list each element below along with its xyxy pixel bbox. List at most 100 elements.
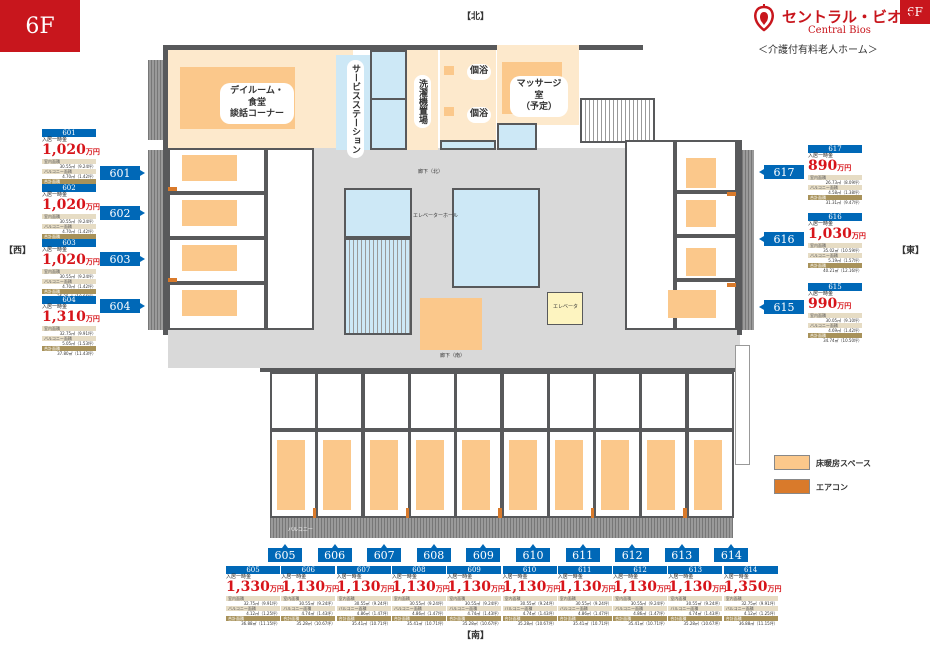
total-area-value: 35.41㎡（10.71坪） bbox=[572, 621, 612, 626]
total-area-value: 40.21㎡（12.16坪） bbox=[823, 268, 862, 273]
balcony-area-label: バルコニー面積 bbox=[42, 169, 96, 174]
indoor-area-value: 35.02㎡（10.59坪） bbox=[823, 248, 862, 253]
card-room-number: 604 bbox=[42, 296, 96, 304]
balcony-area-label: バルコニー面積 bbox=[808, 323, 862, 328]
room-tag-609[interactable]: 609 bbox=[466, 544, 501, 562]
deposit-price: 1,330万円 bbox=[226, 580, 284, 596]
price-card-601: 601 入居一時金 1,020万円 室内面積 30.55㎡（9.24坪） バルコ… bbox=[42, 129, 100, 189]
balcony-area-label: バルコニー面積 bbox=[281, 606, 336, 611]
balcony-area-label: バルコニー面積 bbox=[391, 606, 446, 611]
room-tag-617[interactable]: 617 bbox=[759, 165, 804, 179]
price-unit: 万円 bbox=[656, 584, 671, 593]
price-value: 1,130 bbox=[557, 579, 602, 595]
price-unit: 万円 bbox=[269, 584, 284, 593]
deposit-label: 入居一時金 bbox=[447, 574, 473, 580]
price-unit: 万円 bbox=[380, 584, 395, 593]
deposit-price: 1,130万円 bbox=[557, 579, 616, 596]
deposit-label: 入居一時金 bbox=[42, 304, 68, 310]
room-tag-607[interactable]: 607 bbox=[367, 544, 402, 562]
indoor-area-label: 室内面積 bbox=[281, 596, 336, 601]
balcony-area-value: 4.70㎡（1.42坪） bbox=[62, 284, 96, 289]
south-room-wet-area bbox=[501, 372, 549, 430]
south-room-wet-area bbox=[270, 372, 317, 430]
south-label: 【南】 bbox=[462, 631, 490, 641]
indoor-area-label: 室内面積 bbox=[391, 596, 446, 601]
indoor-area-label: 室内面積 bbox=[613, 596, 668, 601]
deposit-label: 入居一時金 bbox=[391, 574, 417, 580]
room-tag-602[interactable]: 602 bbox=[100, 206, 145, 220]
price-value: 1,130 bbox=[668, 579, 713, 595]
indoor-area-value: 30.55㎡（9.24坪） bbox=[520, 601, 557, 606]
deposit-price: 1,020万円 bbox=[42, 197, 100, 214]
card-room-number: 606 bbox=[281, 566, 336, 574]
indoor-area-label: 室内面積 bbox=[447, 596, 502, 601]
deposit-price: 990万円 bbox=[808, 297, 862, 313]
price-unit: 万円 bbox=[601, 584, 616, 593]
room-tag-604[interactable]: 604 bbox=[100, 299, 145, 313]
room-tag-616[interactable]: 616 bbox=[759, 232, 804, 246]
room-tag-606[interactable]: 606 bbox=[317, 544, 352, 562]
total-area-label: 合計面積 bbox=[723, 616, 778, 621]
deposit-label: 入居一時金 bbox=[42, 137, 68, 143]
service-station-label: サービスステーション bbox=[347, 60, 364, 158]
brand-name: セントラル・ビオス bbox=[782, 8, 918, 26]
total-area-label: 合計面積 bbox=[808, 195, 862, 200]
price-value: 1,130 bbox=[391, 579, 436, 595]
indoor-area-label: 室内面積 bbox=[336, 596, 391, 601]
balcony-area-label: バルコニー面積 bbox=[226, 606, 280, 611]
balcony-area-label: バルコニー面積 bbox=[42, 336, 96, 341]
deposit-price: 1,130万円 bbox=[281, 580, 339, 596]
room-tag-601[interactable]: 601 bbox=[100, 166, 145, 180]
balcony-area-label: バルコニー面積 bbox=[808, 253, 862, 258]
deposit-label: 入居一時金 bbox=[723, 574, 749, 580]
total-area-label: 合計面積 bbox=[281, 616, 336, 621]
indoor-area-label: 室内面積 bbox=[557, 596, 612, 601]
deposit-label: 入居一時金 bbox=[613, 574, 639, 580]
room-tag-610[interactable]: 610 bbox=[516, 544, 550, 562]
price-unit: 万円 bbox=[767, 584, 782, 593]
price-unit: 万円 bbox=[325, 584, 340, 593]
floor-heating-area bbox=[323, 440, 352, 510]
room-tag-608[interactable]: 608 bbox=[416, 544, 451, 562]
card-room-number: 602 bbox=[42, 184, 96, 192]
price-value: 1,030 bbox=[808, 226, 852, 242]
balcony-area-value: 4.86㎡（1.47坪） bbox=[412, 611, 446, 616]
floor-heating-area bbox=[647, 440, 676, 510]
price-unit: 万円 bbox=[546, 584, 561, 593]
indoor-area-value: 30.55㎡（9.24坪） bbox=[575, 601, 612, 606]
dayroom-label: デイルーム・食堂 談話コーナー bbox=[220, 83, 294, 125]
total-area-value: 35.28㎡（10.67坪） bbox=[462, 621, 502, 626]
deposit-label: 入居一時金 bbox=[808, 221, 834, 227]
room-tag-612[interactable]: 612 bbox=[615, 544, 650, 562]
indoor-area-label: 室内面積 bbox=[808, 313, 862, 318]
indoor-area-value: 30.55㎡（9.24坪） bbox=[630, 601, 668, 606]
deposit-label: 入居一時金 bbox=[226, 574, 252, 580]
price-card-603: 603 入居一時金 1,020万円 室内面積 30.55㎡（9.24坪） バルコ… bbox=[42, 239, 100, 299]
price-value: 1,020 bbox=[42, 197, 86, 213]
balcony-area-label: バルコニー面積 bbox=[336, 606, 391, 611]
deposit-label: 入居一時金 bbox=[42, 192, 68, 198]
legend-aircon-swatch bbox=[774, 479, 810, 494]
card-room-number: 611 bbox=[557, 566, 612, 574]
indoor-area-value: 32.75㎡（9.91坪） bbox=[243, 601, 280, 606]
price-card-602: 602 入居一時金 1,020万円 室内面積 30.55㎡（9.24坪） バルコ… bbox=[42, 184, 100, 244]
deposit-price: 1,020万円 bbox=[42, 143, 100, 159]
facility-type: ＜介護付有料老人ホーム＞ bbox=[758, 45, 878, 56]
dayroom-label-line: 談話コーナー bbox=[229, 109, 284, 120]
room-tag-614[interactable]: 614 bbox=[714, 544, 749, 562]
dayroom-label-line: デイルーム・食堂 bbox=[230, 86, 284, 108]
balcony-area-value: 4.69㎡（1.42坪） bbox=[828, 328, 862, 333]
room-tag-603[interactable]: 603 bbox=[100, 252, 145, 266]
room-tag-611[interactable]: 611 bbox=[565, 544, 600, 562]
room-tag-613[interactable]: 613 bbox=[664, 544, 699, 562]
deposit-price: 1,130万円 bbox=[391, 579, 450, 596]
card-room-number: 603 bbox=[42, 239, 96, 247]
room-tag-615[interactable]: 615 bbox=[759, 300, 804, 314]
room-tag-605[interactable]: 605 bbox=[268, 544, 302, 562]
total-area-label: 合計面積 bbox=[613, 616, 668, 621]
card-room-number: 612 bbox=[613, 566, 668, 574]
total-area-label: 合計面積 bbox=[447, 616, 502, 621]
card-room-number: 613 bbox=[668, 566, 723, 574]
total-area-label: 合計面積 bbox=[42, 346, 96, 351]
deposit-label: 入居一時金 bbox=[557, 574, 583, 580]
